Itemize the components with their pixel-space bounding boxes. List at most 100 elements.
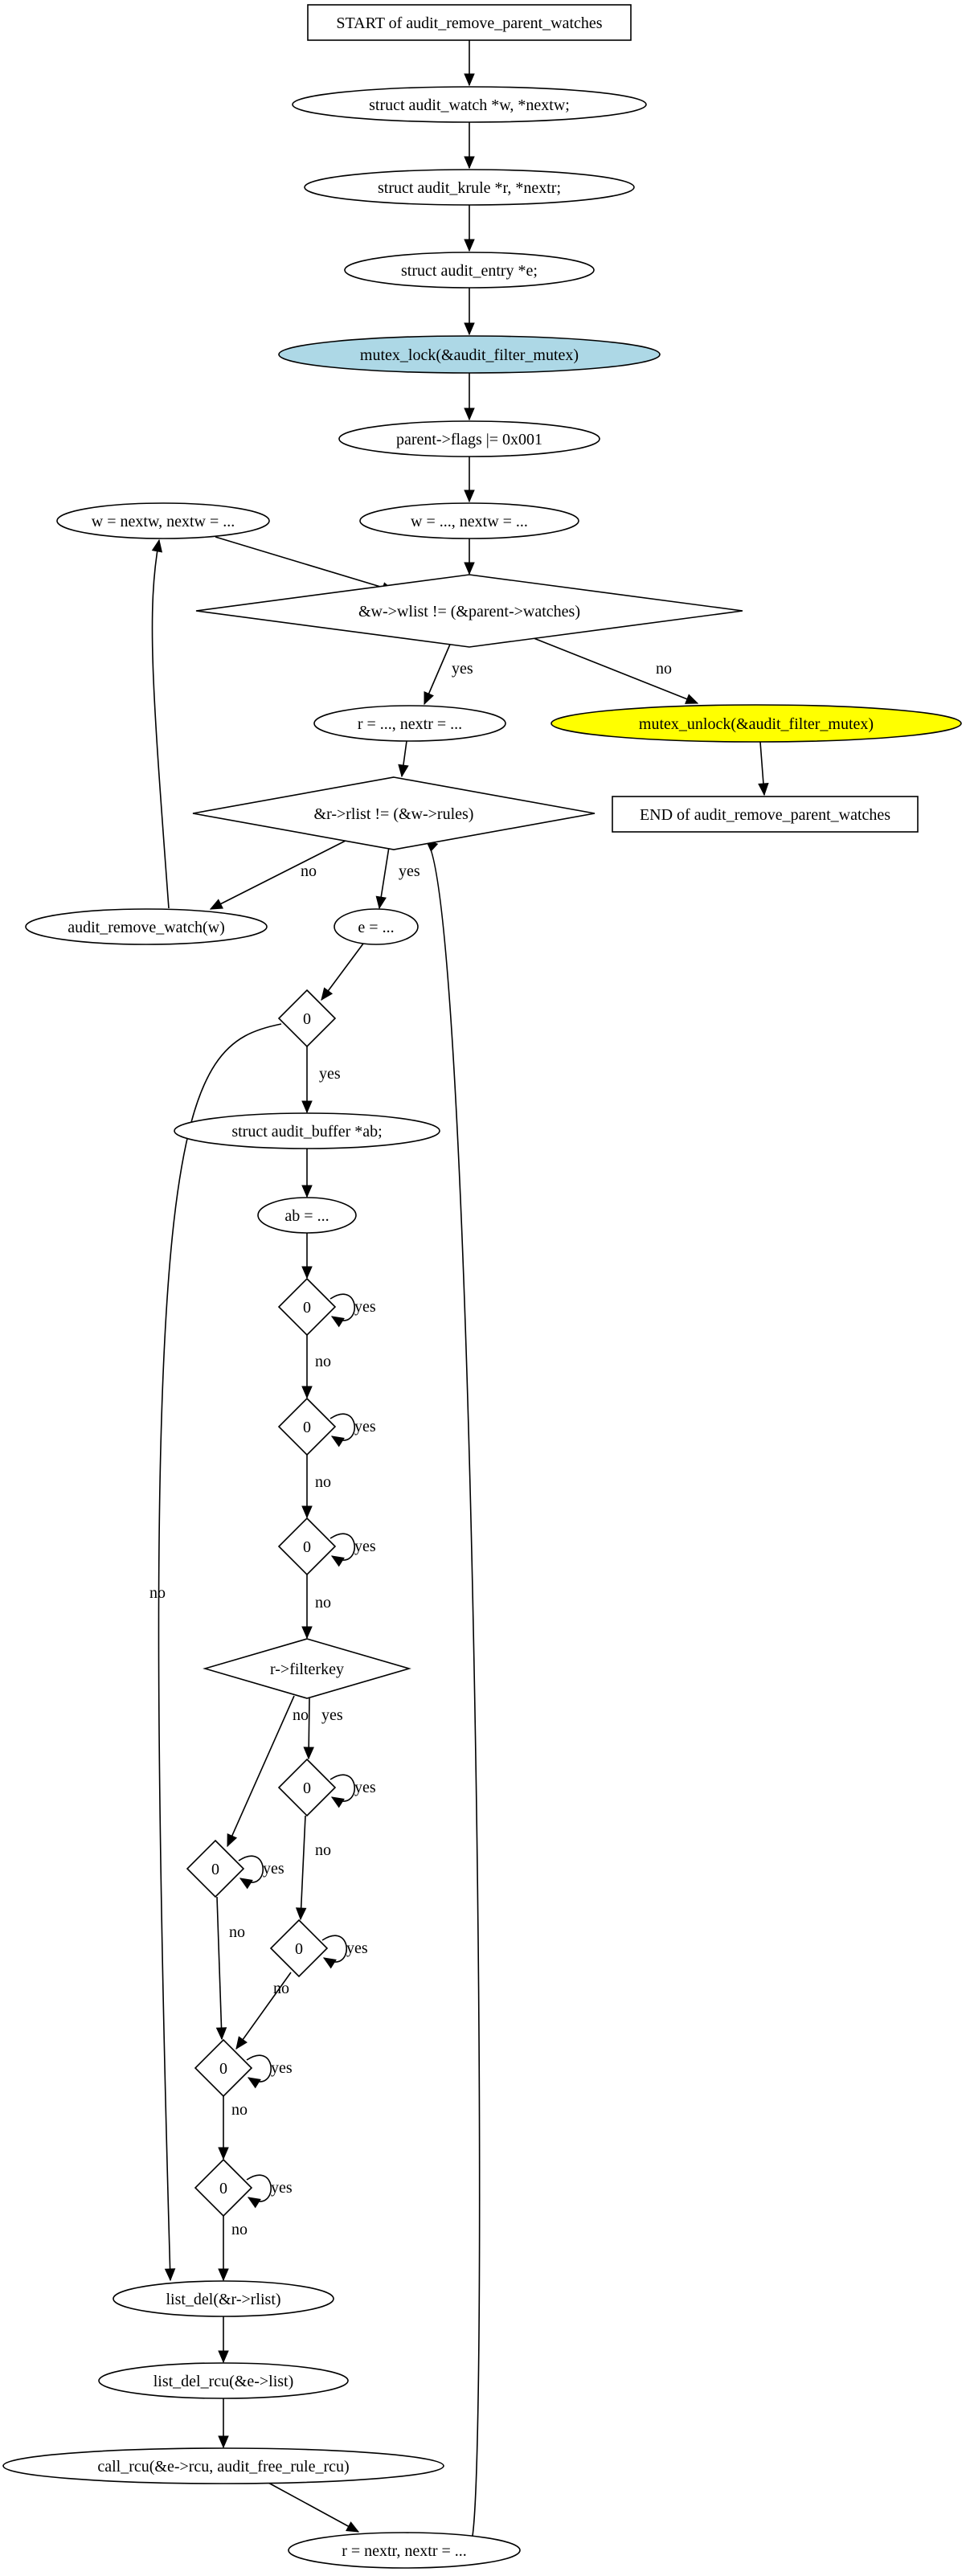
edge-arrowhead — [464, 322, 475, 336]
ellipse-shape — [359, 502, 579, 539]
edge-filterkey-to-c0_f: no — [227, 1695, 309, 1847]
edge-c0_g-to-c0_g: yes — [321, 1935, 368, 1963]
edge-label: yes — [319, 1065, 341, 1083]
self-loop-arrowhead — [330, 1316, 345, 1328]
edge-c0_e-to-c0_g: no — [300, 1815, 331, 1920]
edge-label: yes — [354, 1779, 376, 1796]
diamond-shape — [277, 1397, 337, 1456]
edge-label: no — [301, 862, 317, 880]
edge-arrowhead — [685, 694, 699, 704]
node-list-del-rcu: list_del_rcu(&e->list) — [98, 2362, 349, 2399]
edge-label: no — [231, 2101, 248, 2119]
node-label: struct audit_buffer *ab; — [231, 1123, 382, 1141]
edge-label: yes — [271, 2179, 293, 2197]
self-loop-arrowhead — [247, 2077, 261, 2089]
node-label: audit_remove_watch(w) — [68, 919, 224, 936]
edge-c0_c-to-c0_c: yes — [329, 1413, 376, 1441]
edge-arrowhead — [164, 2268, 176, 2282]
edge-e_assign-to-c0_a — [321, 943, 364, 1001]
edge-arrowhead — [346, 2521, 360, 2533]
ellipse-shape — [56, 502, 270, 539]
node-label: e = ... — [358, 919, 394, 936]
edge-arrowhead — [301, 1185, 313, 1198]
node-r-init: r = ..., nextr = ... — [313, 705, 506, 742]
edge-line — [158, 1023, 282, 2281]
edge-label: yes — [399, 862, 420, 880]
edge-c0_h-to-c0_h: yes — [246, 2054, 293, 2083]
diamond-shape — [195, 574, 743, 648]
node-w-init: w = ..., nextw = ... — [359, 502, 579, 539]
edge-arrowhead — [464, 73, 475, 87]
edge-rlist_cond-to-remove_watch: no — [210, 839, 348, 910]
ellipse-shape — [334, 908, 419, 945]
edge-filterkey-to-c0_e: yes — [308, 1698, 343, 1759]
edge-c0_f-to-c0_h: no — [216, 1896, 245, 2040]
self-loop-arrowhead — [322, 1957, 337, 1969]
ellipse-shape — [174, 1112, 440, 1149]
edge-line — [268, 2482, 359, 2533]
node-label: 0 — [295, 1940, 303, 1958]
node-flags: parent->flags |= 0x001 — [338, 420, 600, 457]
edge-line — [216, 1896, 223, 2040]
node-r-next: r = nextr, nextr = ... — [288, 2532, 521, 2569]
edge-c0_b-to-c0_b: yes — [329, 1293, 376, 1321]
node-unlock: mutex_unlock(&audit_filter_mutex) — [550, 704, 962, 743]
node-e-assign: e = ... — [334, 908, 419, 945]
node-c0-d: 0 — [277, 1517, 337, 1576]
edge-arrowhead — [375, 895, 387, 910]
edge-label: no — [293, 1706, 309, 1724]
node-rlist-cond: &r->rlist != (&w->rules) — [192, 776, 596, 850]
edge-label: yes — [346, 1939, 368, 1957]
ellipse-shape — [344, 252, 595, 289]
node-ab-decl: struct audit_buffer *ab; — [174, 1112, 440, 1149]
edge-label: yes — [354, 1538, 376, 1555]
node-label: list_del_rcu(&e->list) — [153, 2373, 294, 2390]
edge-arrowhead — [464, 562, 475, 575]
edge-arrowhead — [218, 2268, 229, 2282]
edge-line — [235, 1972, 292, 2050]
node-decl-w: struct audit_watch *w, *nextw; — [292, 86, 647, 123]
node-c0-c: 0 — [277, 1397, 337, 1456]
edge-label: yes — [321, 1706, 343, 1724]
node-label: r = nextr, nextr = ... — [342, 2542, 467, 2560]
edge-label: no — [273, 1980, 289, 1997]
edge-label: no — [315, 1594, 331, 1612]
edge-arrowhead — [301, 1626, 313, 1640]
node-ab-assign: ab = ... — [257, 1197, 357, 1234]
node-label: &r->rlist != (&w->rules) — [314, 805, 474, 823]
node-end: END of audit_remove_parent_watches — [612, 796, 919, 833]
edge-remove_watch-to-w_next — [151, 539, 170, 909]
box-shape — [307, 4, 632, 41]
diamond-shape — [203, 1638, 411, 1699]
node-label: r->filterkey — [270, 1661, 344, 1678]
diamond-shape — [277, 989, 337, 1048]
edge-label: no — [315, 1841, 331, 1859]
edge-line — [227, 1695, 295, 1847]
node-c0-b: 0 — [277, 1277, 337, 1337]
diamond-shape — [269, 1919, 329, 1978]
node-c0-e: 0 — [277, 1758, 337, 1817]
edge-line — [151, 539, 170, 909]
node-label: call_rcu(&e->rcu, audit_free_rule_rcu) — [97, 2458, 349, 2476]
diamond-shape — [194, 2158, 253, 2218]
edge-label: no — [315, 1473, 331, 1491]
edge-label: no — [315, 1353, 331, 1370]
node-c0-f: 0 — [186, 1839, 245, 1898]
edge-arrowhead — [218, 2350, 229, 2364]
node-label: 0 — [303, 1010, 311, 1028]
edge-label: yes — [354, 1298, 376, 1316]
edge-line — [425, 839, 481, 2537]
edge-arrowhead — [398, 764, 409, 778]
ellipse-shape — [25, 908, 268, 945]
node-label: 0 — [303, 1779, 311, 1797]
edge-arrowhead — [151, 539, 163, 553]
self-loop-arrowhead — [239, 1878, 253, 1890]
edge-c0_e-to-c0_e: yes — [329, 1774, 376, 1802]
edge-label: no — [149, 1584, 166, 1602]
node-label: parent->flags |= 0x001 — [396, 431, 542, 448]
diamond-shape — [186, 1839, 245, 1898]
node-label: w = nextw, nextw = ... — [92, 513, 235, 530]
node-label: 0 — [211, 1861, 219, 1878]
